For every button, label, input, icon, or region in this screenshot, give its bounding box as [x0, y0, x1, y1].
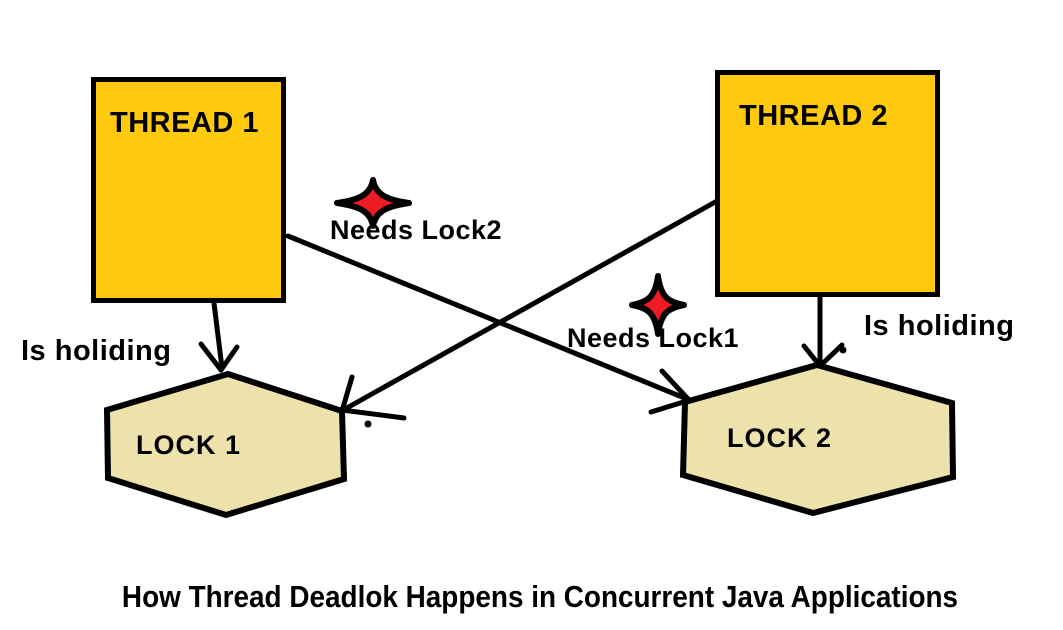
diagram-title: How Thread Deadlok Happens in Concurrent…: [121, 579, 959, 614]
is-holding-left-label: Is holiding: [21, 335, 172, 367]
needs-arrow-thread2-lock1: [339, 198, 720, 421]
holds-arrow-thread2-lock2: [801, 292, 845, 369]
is-holding-right-label: Is holiding: [864, 310, 1015, 342]
thread1-box: [91, 77, 286, 303]
needs-lock2-label: Needs Lock2: [330, 215, 503, 245]
thread2-label: THREAD 2: [739, 100, 889, 132]
lock1-label: LOCK 1: [136, 430, 242, 460]
needs-arrow-thread1-lock2: [285, 233, 693, 415]
thread2-box: [715, 70, 940, 297]
holds-arrow-thread1-lock1: [198, 300, 240, 373]
stray-dot: [364, 420, 372, 428]
thread1-label: THREAD 1: [110, 107, 260, 139]
four-point-star-icon: [629, 273, 687, 337]
needs-lock1-label: Needs Lock1: [567, 323, 740, 353]
stray-dot: [839, 346, 847, 354]
four-point-star-icon: [334, 177, 412, 229]
lock2-label: LOCK 2: [727, 423, 833, 453]
